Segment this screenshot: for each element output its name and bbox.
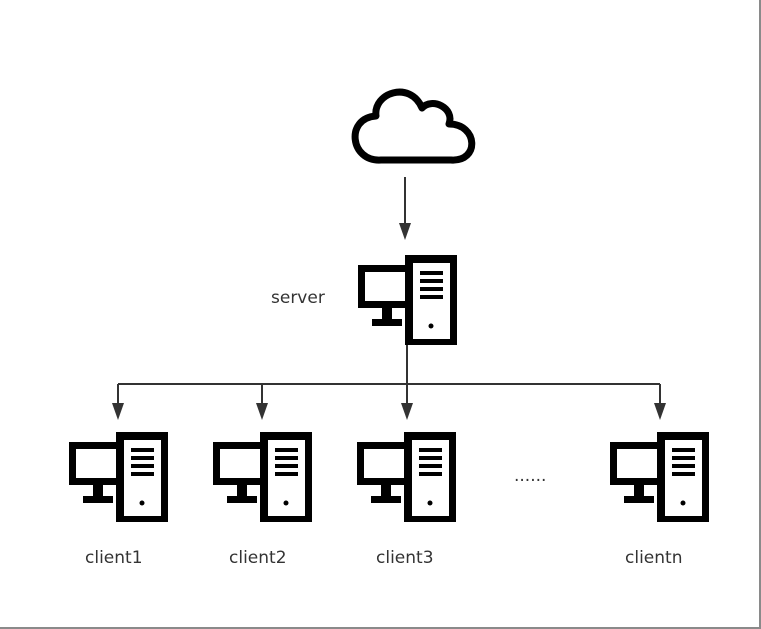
client1-computer-icon	[69, 432, 168, 522]
clientn-computer-icon	[610, 432, 709, 522]
client2-label: client2	[229, 548, 287, 568]
cloud-icon	[351, 88, 476, 164]
ellipsis-label: ......	[514, 466, 547, 486]
server-label: server	[271, 288, 325, 308]
client1-arrowhead	[112, 403, 124, 420]
client1-label: client1	[85, 548, 143, 568]
cloud-to-server-arrowhead	[399, 223, 411, 240]
client3-arrowhead	[401, 403, 413, 420]
clientn-label: clientn	[625, 548, 683, 568]
client2-arrowhead	[256, 403, 268, 420]
server-computer-icon	[358, 255, 457, 345]
client2-computer-icon	[213, 432, 312, 522]
client3-label: client3	[376, 548, 434, 568]
client3-computer-icon	[357, 432, 456, 522]
clientn-arrowhead	[654, 403, 666, 420]
